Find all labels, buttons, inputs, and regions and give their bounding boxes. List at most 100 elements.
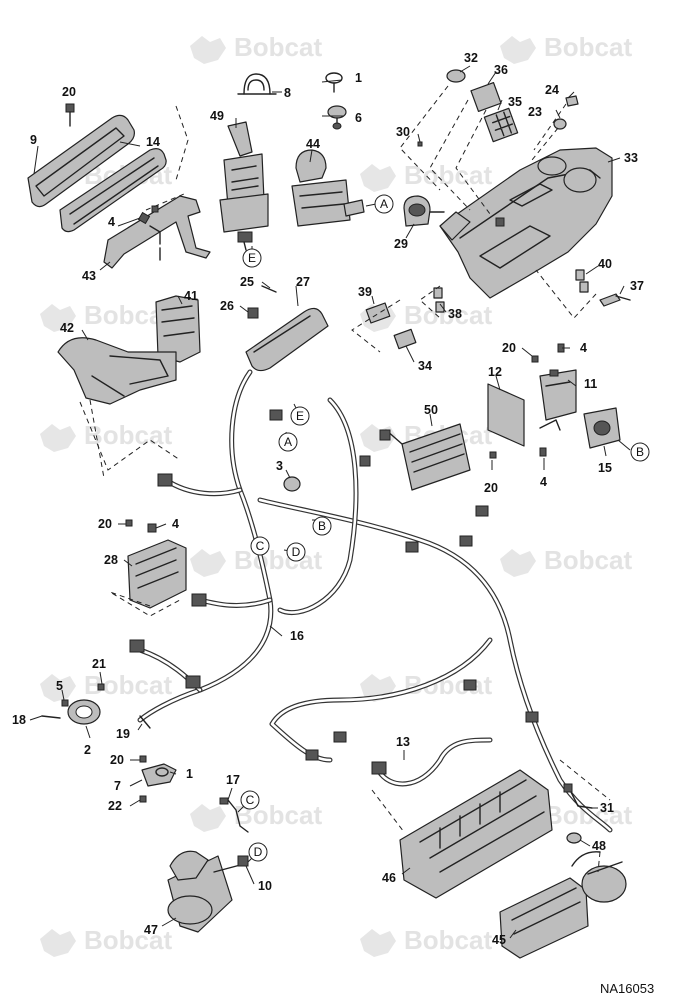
callout-label: 4 — [108, 215, 115, 229]
callout-label: 7 — [114, 779, 121, 793]
callout-label: 35 — [508, 95, 522, 109]
callout-label: 21 — [92, 657, 106, 671]
callout-label: 45 — [492, 933, 506, 947]
callout-label: 4 — [172, 517, 179, 531]
callout-label: 27 — [296, 275, 310, 289]
connector-markers: A E E A B B C D C D — [240, 194, 650, 862]
bobcat-watermark: Bobcat — [40, 925, 172, 957]
callout-label: 1 — [186, 767, 193, 781]
callout-label: 11 — [584, 377, 597, 391]
callout-label: 19 — [116, 727, 130, 741]
seal-ring-part — [41, 683, 151, 729]
svg-text:E: E — [296, 409, 304, 423]
joystick-right-part — [291, 149, 365, 227]
bobcat-logo-icon — [40, 929, 76, 957]
controller-module-part — [379, 423, 471, 491]
callout-label: 43 — [82, 269, 96, 283]
cable-tie-part — [325, 72, 343, 93]
callout-label: 46 — [382, 871, 396, 885]
bobcat-logo-icon — [360, 929, 396, 957]
callout-label: 49 — [210, 109, 224, 123]
bracket-fasteners-part — [139, 755, 177, 803]
callout-label: 4 — [540, 475, 547, 489]
bobcat-logo-icon — [500, 549, 536, 577]
callout-label: 33 — [624, 151, 638, 165]
small-clips-part — [575, 269, 631, 307]
connector-circle: A — [374, 194, 394, 214]
callout-label: 20 — [62, 85, 76, 99]
steering-housing-part — [57, 295, 201, 405]
bobcat-watermark: Bobcat — [190, 545, 322, 577]
callout-label: 12 — [488, 365, 502, 379]
callout-label: 16 — [290, 629, 304, 643]
bobcat-logo-icon — [190, 549, 226, 577]
callout-label: 22 — [108, 799, 122, 813]
bobcat-logo-icon — [190, 36, 226, 64]
valve-block-part — [399, 769, 553, 899]
watermark-text: Bobcat — [544, 545, 632, 575]
connector-circle: B — [630, 442, 650, 462]
svg-text:B: B — [318, 519, 326, 533]
callout-label: 28 — [104, 553, 118, 567]
connector-circle: A — [278, 432, 298, 452]
callout-label: 39 — [358, 285, 372, 299]
watermark-text: Bobcat — [84, 925, 172, 955]
callout-label: 2 — [84, 743, 91, 757]
connector-circle: E — [242, 248, 262, 268]
callout-label: 50 — [424, 403, 438, 417]
connector-circle: B — [312, 516, 332, 536]
fuse-clip-part — [219, 797, 249, 833]
callout-label: 23 — [528, 105, 542, 119]
screw-part — [65, 103, 75, 127]
callout-label: 41 — [184, 289, 198, 303]
hydraulic-unit-part — [499, 851, 627, 959]
callout-label: 13 — [396, 735, 410, 749]
bobcat-watermark: Bobcat — [40, 420, 172, 452]
callout-label: 20 — [502, 341, 516, 355]
callout-label: 44 — [306, 137, 320, 151]
bobcat-logo-icon — [500, 36, 536, 64]
callout-label: 4 — [580, 341, 587, 355]
watermark-text: Bobcat — [84, 420, 172, 450]
svg-text:D: D — [292, 545, 301, 559]
parts-drawing — [27, 69, 631, 959]
watermark-text: Bobcat — [84, 670, 172, 700]
callout-label: 24 — [545, 83, 559, 97]
bobcat-logo-icon — [40, 674, 76, 702]
watermark-text: Bobcat — [234, 32, 322, 62]
callout-label: 20 — [484, 481, 498, 495]
watermark-text: Bobcat — [404, 925, 492, 955]
watermark-text: Bobcat — [404, 300, 492, 330]
callout-label: 1 — [355, 71, 362, 85]
bobcat-logo-icon — [190, 804, 226, 832]
switch-part — [403, 195, 445, 227]
callout-label: 34 — [418, 359, 432, 373]
bobcat-watermark: Bobcat — [360, 925, 492, 957]
bobcat-watermark: Bobcat — [360, 160, 492, 192]
connector-circle: E — [290, 406, 310, 426]
watermark-text: Bobcat — [544, 32, 632, 62]
connector-circle: C — [240, 790, 260, 810]
callout-label: 20 — [110, 753, 124, 767]
callout-label: 20 — [98, 517, 112, 531]
svg-text:E: E — [248, 251, 256, 265]
callout-label: 32 — [464, 51, 478, 65]
console-small-parts — [417, 69, 579, 147]
sensor-part — [563, 783, 593, 844]
callout-label: 8 — [284, 86, 291, 100]
relay-connectors-part — [365, 287, 445, 350]
ecu-module-part — [125, 519, 187, 609]
bobcat-watermark: Bobcat — [500, 32, 632, 64]
callout-label: 40 — [598, 257, 612, 271]
callout-label: 15 — [598, 461, 612, 475]
svg-text:B: B — [636, 445, 644, 459]
callout-label: 9 — [30, 133, 37, 147]
callout-label: 25 — [240, 275, 254, 289]
callout-label: 10 — [258, 879, 272, 893]
svg-text:C: C — [246, 793, 255, 807]
callout-label: 42 — [60, 321, 74, 335]
callout-label: 38 — [448, 307, 462, 321]
watermark-text: Bobcat — [234, 545, 322, 575]
callout-label: 36 — [494, 63, 508, 77]
